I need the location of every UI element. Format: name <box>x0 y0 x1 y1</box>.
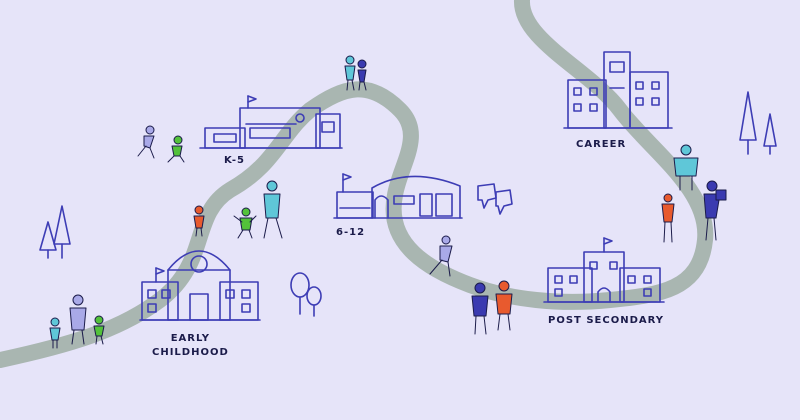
k-5-building <box>199 95 343 149</box>
speech-bubbles <box>477 183 513 215</box>
person-child-green <box>93 315 105 345</box>
6-12-building <box>333 173 463 219</box>
person-career-blue <box>703 180 727 241</box>
career-label-text: CAREER <box>576 139 627 150</box>
early-childhood-label-line2: CHILDHOOD <box>152 347 229 358</box>
6-12-label-text: 6-12 <box>336 227 366 238</box>
person-adult-lavender <box>69 294 87 345</box>
k-5-label: K-5 <box>224 154 245 168</box>
early-childhood-building <box>139 250 261 321</box>
person-pair-post-secondary <box>471 280 513 335</box>
round-trees <box>290 272 322 317</box>
6-12-label: 6-12 <box>336 226 365 240</box>
person-teen-teal <box>263 180 283 239</box>
person-career-red <box>661 193 675 243</box>
k-5-label-text: K-5 <box>224 155 245 166</box>
post-secondary-label-text: POST SECONDARY <box>548 315 665 326</box>
person-pair-top <box>344 55 367 91</box>
person-career-teal <box>673 144 699 191</box>
person-kid-running-green <box>167 135 185 163</box>
career-label: CAREER <box>576 138 626 152</box>
tree-cluster-left <box>39 205 71 259</box>
journey-path <box>0 0 714 368</box>
tree-cluster-right <box>739 91 777 155</box>
career-building <box>563 51 673 129</box>
person-child-teal <box>49 317 61 349</box>
person-kid-running-lavender <box>137 125 155 159</box>
post-secondary-building <box>543 237 665 303</box>
early-childhood-label: EARLY CHILDHOOD <box>152 332 229 360</box>
person-walking-lavender <box>429 235 453 277</box>
early-childhood-label-line1: EARLY <box>170 333 211 344</box>
person-kid-green-jumping <box>233 207 257 239</box>
person-kid-red <box>193 205 205 237</box>
post-secondary-label: POST SECONDARY <box>548 314 664 328</box>
